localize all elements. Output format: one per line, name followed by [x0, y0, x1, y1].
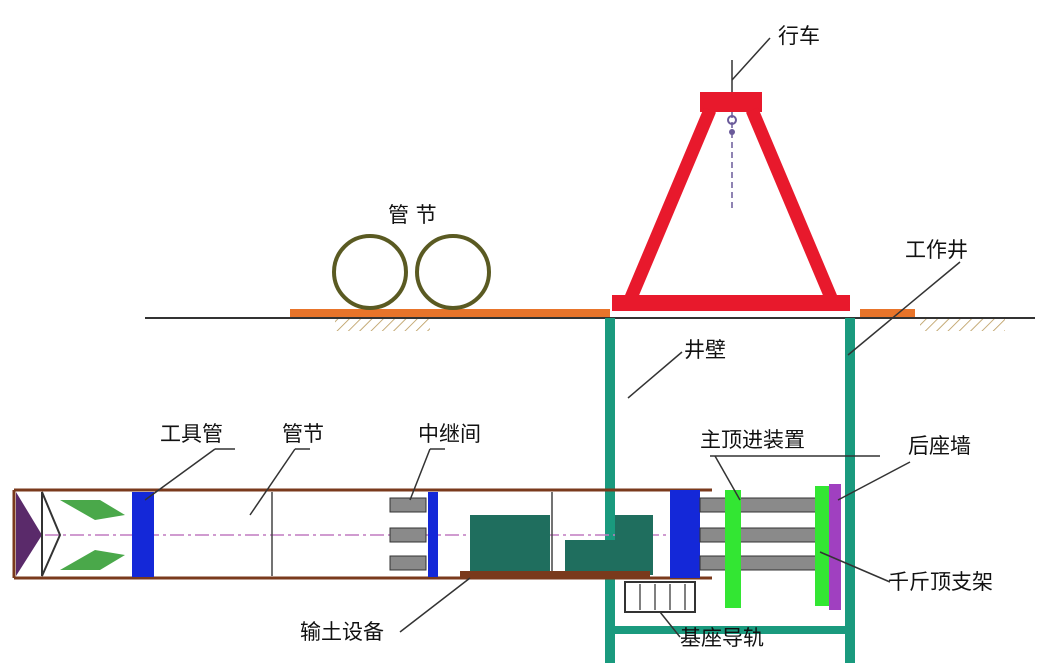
relay-jacks [389, 497, 427, 571]
label-main-jack-device: 主顶进装置 [700, 428, 805, 452]
label-work-shaft: 工作井 [905, 238, 968, 262]
label-base-rail: 基座导轨 [680, 626, 764, 650]
tool-pipe-ring [132, 492, 154, 577]
back-wall-block [829, 484, 841, 610]
soil-hatch-left [335, 319, 430, 331]
stored-pipe-left [332, 234, 408, 310]
soil-hatch-right [920, 319, 1005, 331]
base-rail-supports [624, 581, 696, 613]
label-pipe-section: 管节 [282, 422, 324, 446]
label-stored-pipe: 管 节 [388, 203, 437, 227]
label-shaft-wall: 井壁 [684, 338, 726, 362]
label-jack-bracket: 千斤顶支架 [888, 570, 993, 594]
relay-ring [428, 492, 438, 577]
main-jacking-device [699, 484, 841, 610]
pipe-string [12, 488, 712, 580]
leader-lines [144, 37, 961, 638]
label-soil-equipment: 输土设备 [300, 620, 384, 644]
soil-conveyor-equipment [460, 515, 653, 577]
ground-layer-right [860, 309, 915, 317]
stored-pipe-right [415, 234, 491, 310]
crane-frame [612, 60, 850, 311]
label-relay-station: 中继间 [418, 422, 481, 446]
ground-layer-left [290, 309, 610, 317]
label-tool-pipe: 工具管 [160, 422, 223, 446]
main-jack-ring [670, 490, 700, 578]
label-crane: 行车 [778, 24, 820, 48]
label-back-wall: 后座墙 [908, 434, 971, 458]
